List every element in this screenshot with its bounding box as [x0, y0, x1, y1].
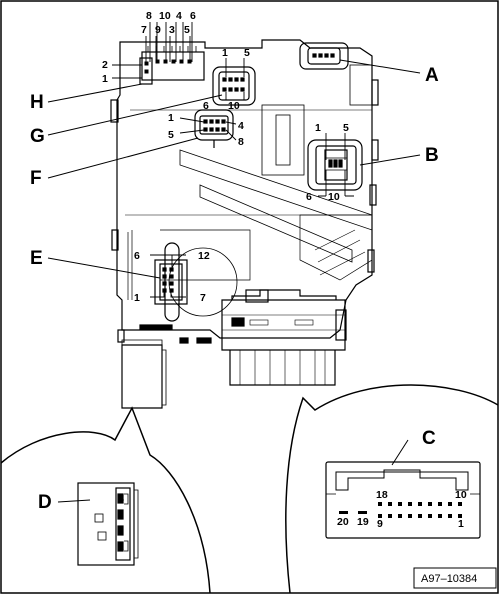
pin-b-10: 10: [328, 191, 340, 203]
connector-e: [154, 242, 188, 322]
pin-c-1: 1: [458, 518, 464, 530]
pin-g-1: 1: [222, 47, 228, 59]
connector-f: [194, 109, 234, 148]
pin-g-5: 5: [244, 47, 250, 59]
pin-c-10: 10: [455, 489, 467, 501]
callout-d: D: [38, 492, 52, 513]
pin-h-7: 7: [141, 24, 147, 36]
connector-c-housing: [221, 289, 347, 386]
pin-d-1: 1: [118, 541, 124, 553]
callout-c: C: [422, 428, 436, 449]
pin-h-1: 1: [102, 73, 108, 85]
detail-c-pins: [339, 502, 462, 518]
connector-g: [212, 66, 256, 106]
connector-b: [307, 139, 363, 191]
pin-e-6: 6: [134, 250, 140, 262]
pin-c-9: 9: [377, 518, 383, 530]
pin-g-6: 6: [203, 100, 209, 112]
pin-leader-lines: [112, 22, 354, 298]
pin-h-9: 9: [155, 24, 161, 36]
pin-f-8: 8: [238, 136, 244, 148]
reference-number: A97–10384: [421, 573, 477, 585]
pin-h-10: 10: [159, 10, 171, 22]
callout-b: B: [425, 145, 439, 166]
callout-h: H: [30, 92, 44, 113]
pin-d-4: 4: [118, 493, 124, 505]
detail-d-connector: [77, 482, 139, 566]
reference-box: [413, 567, 497, 589]
pin-h-4: 4: [176, 10, 182, 22]
pin-h-8: 8: [146, 10, 152, 22]
pin-c-19: 19: [357, 516, 369, 528]
pin-b-1: 1: [315, 122, 321, 134]
callout-lines: [47, 59, 421, 503]
detail-circle-c: [285, 384, 499, 594]
pin-f-5: 5: [168, 129, 174, 141]
pin-h-5: 5: [184, 24, 190, 36]
callout-a: A: [425, 65, 439, 86]
connector-d-housing: [121, 339, 167, 409]
pin-c-20: 20: [337, 516, 349, 528]
callout-g: G: [30, 126, 45, 147]
connector-a: [299, 42, 349, 70]
detail-circle-d: [0, 406, 211, 594]
pin-b-6: 6: [306, 191, 312, 203]
pin-h-6: 6: [190, 10, 196, 22]
pin-f-4: 4: [238, 120, 244, 132]
pin-e-7: 7: [200, 292, 206, 304]
pin-g-10: 10: [228, 100, 240, 112]
pin-e-12: 12: [198, 250, 210, 262]
pin-h-3: 3: [169, 24, 175, 36]
callout-f: F: [30, 168, 42, 189]
detail-c-connector: [325, 461, 481, 539]
pin-e-1: 1: [134, 292, 140, 304]
pin-b-5: 5: [343, 122, 349, 134]
pin-h-2: 2: [102, 59, 108, 71]
pin-f-1: 1: [168, 112, 174, 124]
pin-c-18: 18: [376, 489, 388, 501]
control-unit-body: [110, 39, 379, 344]
callout-e: E: [30, 248, 43, 269]
